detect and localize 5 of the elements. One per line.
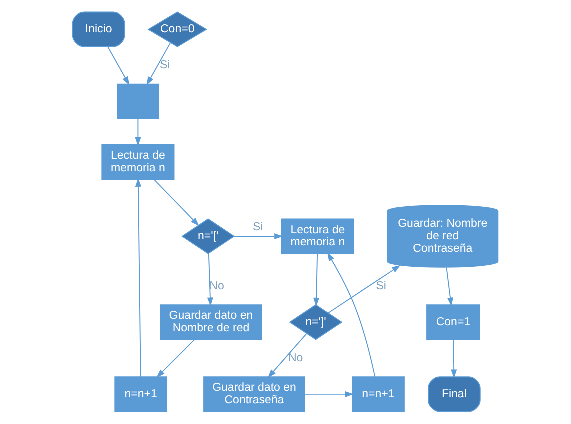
edge-label: No — [288, 352, 304, 364]
edge-label: No — [210, 280, 224, 292]
edge-label: Si — [252, 221, 264, 234]
edge-label: Si — [376, 280, 386, 292]
edge-label: Si — [160, 60, 170, 72]
